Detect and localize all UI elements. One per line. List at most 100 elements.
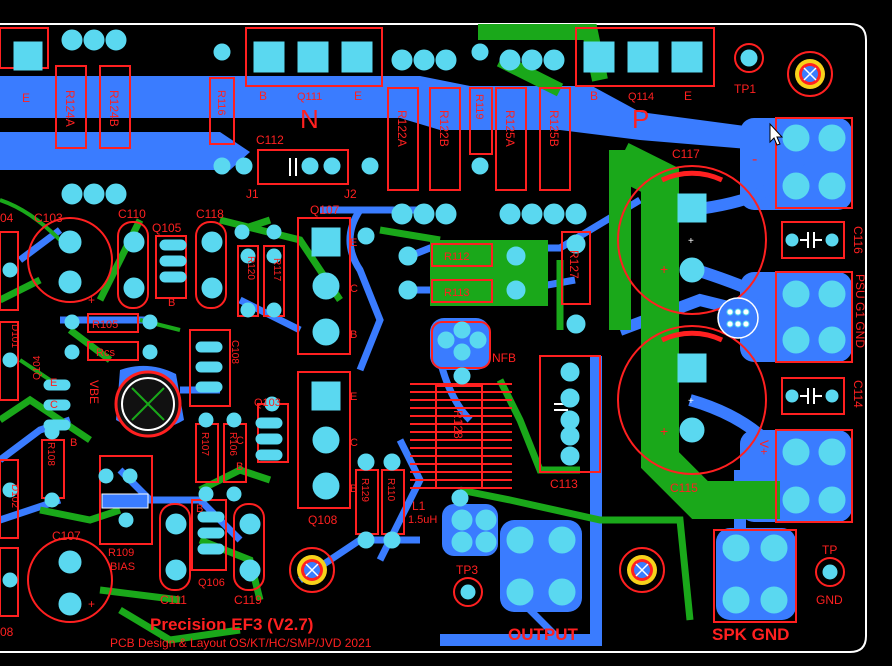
capacitor-symbols [289,158,822,411]
q107-pin-b: B [350,329,357,341]
mouse-cursor-icon [769,122,784,146]
c108-label: C108 [229,340,240,364]
bias-label: BIAS [110,561,135,573]
d102-label: D102 [9,484,20,508]
q103-pin-b: B [236,461,243,473]
q104-pin-e: E [50,377,57,389]
r109-label: R109 [108,547,134,559]
bias-potentiometer[interactable] [114,370,182,438]
board-title: Precision EF3 (V2.7) [150,615,313,634]
q108-pin-e: E [350,391,357,403]
psu-g1-gnd-label: PSU G1 GND [853,274,867,348]
mounting-hole-bottom-right [619,547,665,593]
r117-label: R117 [271,258,282,282]
c114-label: C114 [851,380,865,408]
q114-label: Q114 [628,91,654,103]
q105-pin-b: B [168,297,175,309]
q105-label: Q105 [152,221,182,235]
q103-label: Q103 [254,397,281,409]
q108-pin-b: B [350,483,357,495]
r124b-label: R124B [107,90,121,127]
r107-label: R107 [199,432,210,456]
q107-pin-c: C [350,283,358,295]
c111-label: C111 [160,593,187,607]
q106-label: Q106 [198,577,225,589]
c115-center-plus: + [688,396,694,407]
r112-label: R112 [444,251,469,263]
board-credits: PCB Design & Layout OS/KT/HC/SMP/JVD 202… [110,636,372,650]
tp1-label: TP1 [734,82,756,96]
r106-label: R106 [227,432,238,456]
gnd-label: GND [816,593,843,607]
r108-partial-label: 08 [0,625,14,639]
c115-label: C115 [670,481,698,495]
c103-label: C103 [34,211,63,225]
c119-label: C119 [234,593,262,607]
l1-label: L1 [412,499,426,513]
r129-label: R129 [359,478,370,502]
n-channel-label: N [300,104,319,134]
c110-label: C110 [118,207,146,221]
vbe-label: VBE [87,380,101,404]
r105-label: R105 [92,319,118,331]
c117-center-plus: + [688,236,694,247]
p-channel-label: P [632,104,649,134]
v-plus-label: V+ [757,440,771,455]
q104-pin-c: C [50,399,58,411]
q107-label: Q107 [310,203,340,217]
c117-label: C117 [672,147,700,161]
r122a-label: R122A [395,110,409,147]
r108-label: R108 [45,442,56,466]
q107-pin-e: E [350,237,357,249]
j2-label: J2 [344,187,357,201]
r124a-label: R124A [63,90,77,127]
c107-plus: + [88,597,95,611]
c103-plus: + [88,293,95,307]
q114-pin-e: E [684,89,692,103]
minus-sign: - [752,151,757,168]
r119-label: R119 [473,94,485,119]
q103-pin-c: C [236,435,244,447]
c115-plus: + [660,423,668,439]
r122b-label: R122B [437,110,451,147]
c117-plus: + [660,261,668,277]
r125a-label: R125A [503,110,517,147]
c116-label: C116 [851,226,865,254]
q104-label: Q104 [32,355,43,380]
q106-pin-b: B [196,503,203,515]
q108-label: Q108 [308,513,338,527]
mounting-hole-top-right [787,51,833,97]
r104-partial-label: 04 [0,211,14,225]
rcs-label: Rcs [96,347,115,359]
inductor-coil [410,383,512,489]
j1-label: J1 [246,187,259,201]
output-label: OUTPUT [508,625,579,644]
q111-pin-b: B [259,89,267,103]
q111-label: Q111 [297,91,322,103]
c107-label: C107 [52,529,81,543]
pads [2,29,846,616]
d101-label: D101 [9,324,20,348]
spk-gnd-label: SPK GND [712,625,789,644]
q111-pin-e: E [354,89,362,103]
c118-label: C118 [196,207,224,221]
r125b-label: R125B [547,110,561,147]
l1-value: 1.5uH [408,514,437,526]
r120-label: R120 [245,256,256,280]
r127-label: R127 [567,250,581,279]
q104-pin-b: B [70,437,77,449]
tp-label: TP [822,543,837,557]
r116-label: R116 [215,90,227,115]
r113-label: R113 [444,287,469,299]
q108-pin-c: C [350,437,358,449]
tp3-label: TP3 [456,563,478,577]
q114-pin-b: B [590,89,598,103]
board-outline [0,23,867,653]
mounting-hole-bottom-center [289,547,335,593]
c113-label: C113 [550,477,578,491]
r128-label: R128 [451,410,465,439]
c112-label: C112 [256,133,284,147]
pin-label-e-left: E [22,91,30,105]
nfb-label: NFB [492,351,516,365]
